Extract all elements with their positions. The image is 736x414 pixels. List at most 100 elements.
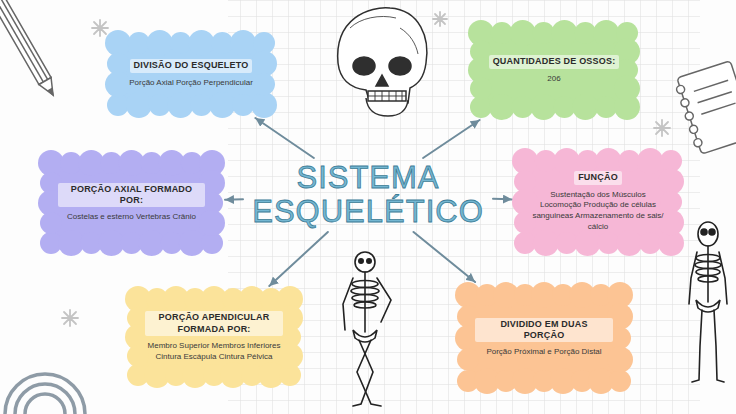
cloud-bump: [253, 73, 275, 95]
cloud-bump: [607, 347, 633, 373]
cloud-bump: [533, 230, 559, 256]
cloud-body: Membro Superior Membros Inferiores Cintu…: [145, 341, 283, 363]
cloud-bump: [98, 230, 124, 256]
cloud-bump: [489, 94, 515, 120]
cloud-bump: [614, 76, 640, 102]
cloud-bump: [556, 232, 578, 254]
cloud-bump: [230, 30, 256, 56]
arrow-connector: [225, 198, 243, 201]
arrow-connector: [269, 232, 328, 286]
cloud-bump: [105, 71, 131, 97]
cloud-bump: [535, 150, 557, 172]
cloud-bump: [251, 51, 277, 77]
cloud-bump: [119, 150, 145, 176]
cloud-box: FUNÇÃOSustentação dos Músculos Locomoção…: [512, 148, 684, 256]
cloud-bump: [179, 230, 205, 256]
cloud-heading: DIVIDIDO EM DUAS PORÇÃO: [475, 318, 613, 343]
cloud-bump: [595, 96, 617, 118]
cloud-heading: DIVISÃO DO ESQUELETO: [130, 59, 253, 72]
cloud-shape: [468, 20, 640, 120]
cloud-heading: FUNÇÃO: [574, 171, 622, 184]
cloud-heading: PORÇÃO AXIAL FORMADO POR:: [58, 183, 205, 208]
cloud-bump: [168, 92, 194, 118]
cloud-bump: [78, 150, 104, 176]
cloud-bump: [575, 230, 601, 256]
cloud-bump: [510, 20, 536, 46]
cloud-body: Porção Axial Porção Perpendicular: [129, 78, 253, 89]
cloud-bump: [639, 232, 661, 254]
cloud-box: QUANTIDADES DE OSSOS: 206: [468, 20, 640, 120]
cloud-bump: [572, 94, 598, 120]
cloud-body: Porção Próximal e Porção Distal: [486, 347, 601, 358]
cloud-bump: [637, 148, 663, 174]
cloud-bump: [609, 370, 631, 392]
cloud-bump: [149, 94, 171, 116]
cloud-body: Costelas e esterno Vertebras Crânio: [67, 212, 196, 223]
cloud-body: 206: [547, 74, 560, 85]
cloud-bump: [277, 343, 303, 369]
pencil-icon: [0, 0, 59, 98]
cloud-bump: [658, 169, 684, 195]
cloud-bump: [574, 22, 596, 44]
cloud-shape: [125, 286, 303, 388]
cloud-bump: [199, 210, 225, 236]
cloud-bump: [512, 148, 538, 174]
cloud-bump: [595, 148, 621, 174]
cloud-box: PORÇÃO APENDICULAR FORMADA POR:Membro Su…: [125, 286, 303, 388]
cloud-bump: [105, 30, 131, 56]
text-stack: SISTEMA ESQUELÉTICO: [243, 158, 493, 232]
cloud-bump: [40, 212, 62, 234]
cloud-bump: [147, 30, 173, 56]
text-stack: FUNÇÃOSustentação dos Músculos Locomoção…: [512, 148, 684, 256]
cloud-bump: [514, 232, 536, 254]
cloud-shape: [105, 30, 277, 118]
cloud-bump: [554, 148, 580, 174]
cloud-bump: [170, 32, 192, 54]
rainbow-doodle: [5, 374, 85, 414]
cloud-bump: [597, 232, 619, 254]
text-stack: PORÇÃO AXIAL FORMADO POR: Costelas e este…: [38, 150, 225, 256]
central-topic: SISTEMA ESQUELÉTICO: [243, 158, 493, 232]
cloud-bump: [211, 32, 233, 54]
cloud-bump: [127, 345, 149, 367]
cloud-bump: [251, 92, 277, 118]
skeleton-figure: [343, 252, 391, 406]
arrow-connector: [255, 118, 314, 158]
text-stack: QUANTIDADES DE OSSOS: 206: [468, 20, 640, 120]
arrow-connector: [493, 198, 512, 201]
cloud-bump: [553, 96, 575, 118]
cloud-bump: [190, 94, 212, 116]
title-text: SISTEMA ESQUELÉTICO: [243, 161, 493, 229]
cloud-bump: [139, 230, 165, 256]
text-stack: DIVIDIDO EM DUAS PORÇÃO Porção Próximal e…: [455, 282, 633, 394]
cloud-bump: [577, 150, 599, 172]
cloud-bump: [616, 230, 642, 256]
cloud-bump: [58, 230, 84, 256]
cloud-bump: [618, 150, 640, 172]
cloud-bump: [128, 32, 150, 54]
cloud-bump: [457, 349, 479, 371]
cloud-box: DIVISÃO DO ESQUELETO Porção Axial Porção …: [105, 30, 277, 118]
cloud-bump: [512, 189, 538, 215]
skull-illustration: [338, 8, 427, 116]
cloud-bump: [551, 20, 577, 46]
cloud-bump: [531, 94, 557, 120]
cloud-bump: [232, 94, 254, 116]
cloud-bump: [533, 22, 555, 44]
text-stack: DIVISÃO DO ESQUELETO Porção Axial Porção …: [105, 30, 277, 118]
cloud-heading: QUANTIDADES DE OSSOS:: [489, 55, 620, 68]
cloud-box: PORÇÃO AXIAL FORMADO POR: Costelas e este…: [38, 150, 225, 256]
arrow-connector: [414, 232, 476, 282]
cloud-box: DIVIDIDO EM DUAS PORÇÃO Porção Próximal e…: [455, 282, 633, 394]
cloud-bump: [209, 92, 235, 118]
text-stack: PORÇÃO APENDICULAR FORMADA POR:Membro Su…: [125, 286, 303, 388]
cloud-bump: [470, 78, 492, 100]
skeleton-figure: [689, 222, 727, 382]
notebook-icon: [673, 61, 736, 156]
cloud-bump: [159, 150, 185, 176]
grid-paper: [228, 0, 700, 414]
cloud-bump: [593, 20, 619, 46]
